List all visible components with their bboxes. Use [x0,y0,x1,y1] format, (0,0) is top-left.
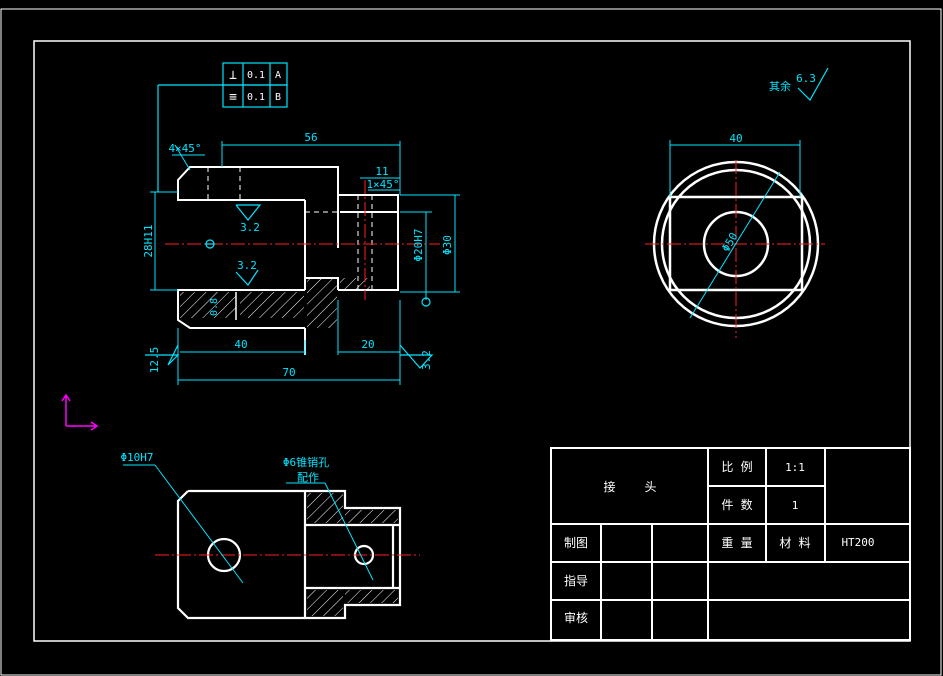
quantity-label: 件 数 [721,497,752,512]
dim-40-label: 40 [234,338,247,351]
section-view: Φ10H7 Φ6锥销孔 配作 [120,451,420,620]
guide-label: 指导 [564,573,588,588]
drawn-by-label: 制图 [564,536,588,550]
section-hatch-top-right [345,510,398,523]
gdt-frame [157,62,288,192]
title-block-grid [550,447,911,641]
front-hidden-lines [207,167,398,290]
ucs-icon [61,393,99,431]
gdt-tolerance-1: 0.1 [247,70,265,81]
gdt-symbol-symmetry: ≡ [229,90,237,105]
dim-0-8-label: 0.8 [209,298,220,316]
roughness-right-value: 3.2 [420,350,433,370]
chamfer-4x45-label: 4×45° [168,142,201,155]
roughness-symbols [145,204,434,369]
gdt-tolerance-2: 0.1 [247,92,265,103]
part-name: 接 头 [604,479,657,494]
front-view-outline [177,166,399,355]
title-block: 接 头 比 例 1:1 件 数 1 制图 重 量 材 料 HT200 指导 审核 [550,447,911,641]
pin-hole-note: 配作 [297,471,319,484]
side-centerlines [645,160,825,338]
side-view: 其余 6.3 40 Φ50 [645,67,829,338]
roughness-top-value: 3.2 [240,221,260,234]
front-hatch-left [180,292,236,318]
side-dim-phi50-label: Φ50 [719,230,740,254]
dim-bore-label: Φ20H7 [412,228,425,261]
review-label: 审核 [564,610,588,625]
dim-outer-label: Φ30 [441,235,454,255]
dim-56-label: 56 [304,131,317,144]
dim-28h11-label: 28H11 [142,224,155,257]
gdt-datum-2: B [275,92,281,103]
general-roughness-value: 6.3 [796,72,816,85]
side-dimension-lines [669,140,801,319]
dim-20-label: 20 [361,338,374,351]
hole-phi10h7-label: Φ10H7 [120,451,153,464]
weight-label: 重 量 [721,536,752,550]
material-value: HT200 [841,536,874,549]
drawing-border [33,40,911,642]
front-dimension-lines [150,141,460,385]
chamfer-1x45-label: 1×45° [366,178,399,191]
side-dim-40-label: 40 [729,132,742,145]
section-hatch-bottom-left [307,590,343,616]
general-roughness-label: 其余 [769,79,791,93]
scale-label: 比 例 [721,460,752,474]
front-hatch-step [340,278,370,290]
dim-70-label: 70 [282,366,295,379]
roughness-left-value: 12.5 [148,347,161,374]
outer-frame [0,8,942,676]
front-hatch-right [307,278,337,328]
section-leader-lines [123,464,374,584]
pin-hole-label: Φ6锥销孔 [283,455,329,469]
roughness-middle-value: 3.2 [237,259,257,272]
gdt-symbol-perpendicular: ⊥ [229,68,237,83]
dim-11-label: 11 [375,165,388,178]
material-label: 材 料 [779,536,810,550]
front-view: ⊥ 0.1 A ≡ 0.1 B [142,62,460,385]
front-hatch-middle [240,292,304,318]
gdt-datum-1: A [275,70,281,81]
scale-value: 1:1 [785,461,805,474]
quantity-value: 1 [792,499,799,512]
general-roughness-symbol [797,67,829,101]
section-hatch-bottom-right [345,590,398,603]
